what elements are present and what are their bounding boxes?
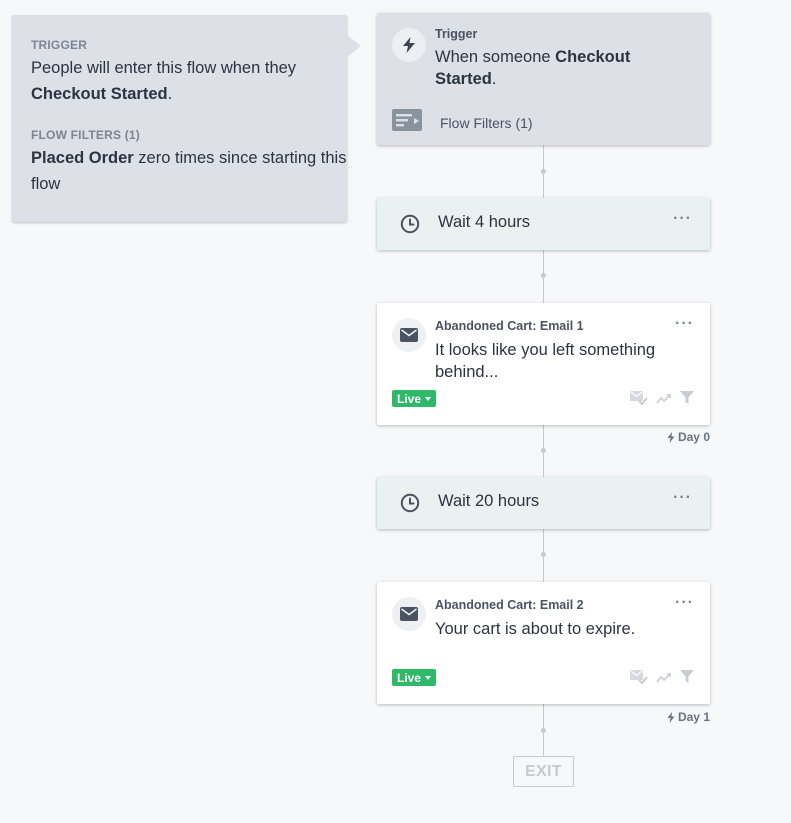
status-badge-label: Live (397, 670, 422, 685)
flow-filters-text: Flow Filters (1) (440, 114, 533, 131)
smart-sending-icon[interactable] (630, 390, 648, 411)
clock-icon (400, 493, 420, 518)
status-badge[interactable]: Live (392, 390, 437, 407)
trigger-card-title: When someone Checkout Started. (435, 48, 631, 88)
analytics-icon[interactable] (656, 671, 672, 689)
connector-dot (541, 728, 546, 733)
flow-filters-link[interactable]: Flow Filters (1) (392, 109, 533, 136)
more-options-icon[interactable]: ··· (673, 210, 692, 227)
connector-dot (541, 448, 546, 453)
filter-list-icon (392, 109, 422, 136)
email-step-label: Abandoned Cart: Email 1 (435, 319, 584, 333)
chevron-down-icon (425, 675, 432, 680)
filter-icon[interactable] (680, 670, 694, 689)
lightning-icon (667, 711, 675, 723)
email-step-subject: It looks like you left something behind.… (435, 341, 656, 381)
wait-step-text: Wait 20 hours (438, 492, 540, 510)
connector-dot (541, 169, 546, 174)
summary-filters-label: FLOW FILTERS (1) (31, 128, 140, 142)
wait-step-1[interactable]: Wait 4 hours ··· (377, 198, 710, 250)
day-tag: Day 1 (667, 710, 710, 724)
wait-step-text: Wait 4 hours (438, 213, 531, 231)
more-options-icon[interactable]: ··· (675, 315, 694, 332)
connector-dot (541, 273, 546, 278)
day-tag-text: Day 0 (677, 430, 710, 444)
clock-icon (400, 214, 420, 239)
filter-icon[interactable] (680, 391, 694, 410)
status-badge[interactable]: Live (392, 669, 437, 686)
more-options-icon[interactable]: ··· (675, 594, 694, 611)
trigger-summary-panel: TRIGGER People will enter this flow when… (12, 15, 361, 222)
trigger-card-label: Trigger (435, 27, 478, 41)
email-step-1[interactable]: Abandoned Cart: Email 1 It looks like yo… (377, 303, 710, 425)
trigger-card-event: Checkout Started (435, 48, 631, 88)
lightning-icon (392, 28, 426, 62)
status-badge-label: Live (397, 391, 422, 406)
connector-dot (541, 552, 546, 557)
summary-trigger-text: People will enter this flow when they Ch… (31, 59, 297, 103)
smart-sending-icon[interactable] (630, 669, 648, 690)
email-step-tools (630, 669, 694, 690)
more-options-icon[interactable]: ··· (673, 489, 692, 506)
summary-filter-metric: Placed Order (31, 149, 134, 167)
email-step-tools (630, 390, 694, 411)
summary-trigger-label: TRIGGER (31, 38, 88, 52)
wait-step-2[interactable]: Wait 20 hours ··· (377, 477, 710, 529)
email-step-2[interactable]: Abandoned Cart: Email 2 Your cart is abo… (377, 582, 710, 704)
summary-filter-text: Placed Order zero times since starting t… (31, 149, 347, 193)
chevron-down-icon (425, 396, 432, 401)
envelope-icon (392, 318, 426, 352)
summary-trigger-event: Checkout Started (31, 85, 168, 103)
envelope-icon (392, 597, 426, 631)
lightning-icon (667, 431, 675, 443)
analytics-icon[interactable] (656, 392, 672, 410)
day-tag-text: Day 1 (677, 710, 710, 724)
exit-node: EXIT (513, 756, 574, 787)
email-step-label: Abandoned Cart: Email 2 (435, 598, 584, 612)
trigger-card[interactable]: Trigger When someone Checkout Started. F… (377, 13, 710, 145)
day-tag: Day 0 (667, 430, 710, 444)
email-step-subject: Your cart is about to expire. (435, 620, 636, 638)
